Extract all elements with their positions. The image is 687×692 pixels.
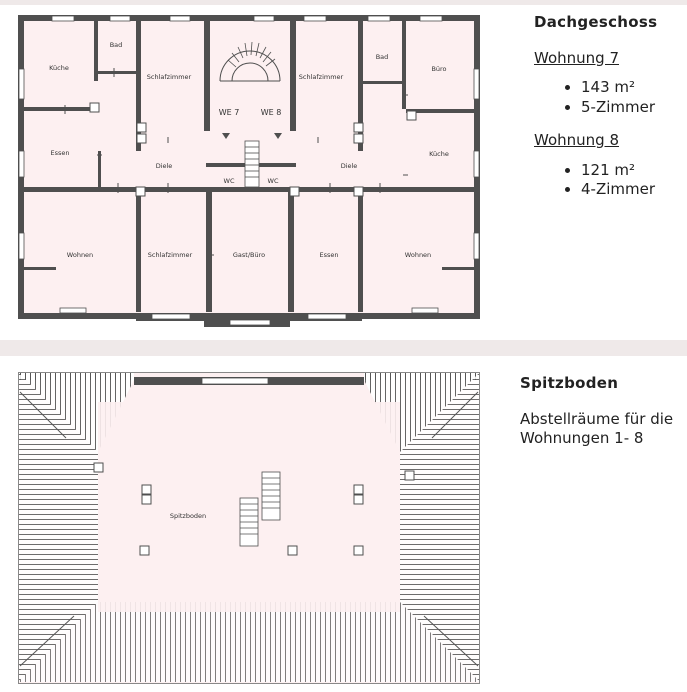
unit-title-wohnung-8: Wohnung 8 xyxy=(534,131,619,149)
room-label-essen-left: Essen xyxy=(51,149,70,157)
room-label-schlafzimmer-left: Schlafzimmer xyxy=(147,73,192,81)
room-label-schlafzimmer-bottom: Schlafzimmer xyxy=(148,251,193,259)
room-label-kueche-right: Küche xyxy=(429,150,449,158)
room-label-wohnen-right: Wohnen xyxy=(405,251,431,259)
room-label-buero: Büro xyxy=(431,65,446,73)
dachgeschoss-info: Dachgeschoss Wohnung 7 143 m² 5-Zimmer W… xyxy=(534,13,684,214)
room-label-wc-right: WC xyxy=(268,177,279,185)
room-label-bad-left: Bad xyxy=(110,41,123,49)
unit-detail-area: 143 m² xyxy=(581,78,684,98)
dachgeschoss-heading: Dachgeschoss xyxy=(534,13,658,31)
spitzboden-floor-plan: Spitzboden xyxy=(18,372,480,684)
unit-label-we8: WE 8 xyxy=(261,108,282,117)
room-label-bad-right: Bad xyxy=(376,53,389,61)
separator-band xyxy=(0,340,687,356)
room-label-kueche-left: Küche xyxy=(49,64,69,72)
unit-title-wohnung-7: Wohnung 7 xyxy=(534,48,619,67)
unit-detail-rooms: 5-Zimmer xyxy=(581,98,684,118)
unit-details-wohnung-7: 143 m² 5-Zimmer xyxy=(534,78,684,117)
room-label-diele-left: Diele xyxy=(156,162,173,170)
spitzboden-heading: Spitzboden xyxy=(520,374,619,392)
dachgeschoss-floor-plan: Küche Bad Schlafzimmer Essen Diele Schla… xyxy=(18,15,480,327)
unit-detail-area: 121 m² xyxy=(581,161,684,181)
room-label-schlafzimmer-right: Schlafzimmer xyxy=(299,73,344,81)
room-label-diele-right: Diele xyxy=(341,162,358,170)
spitzboden-info: Spitzboden Abstellräume für die Wohnunge… xyxy=(520,374,682,449)
room-label-gast-buero: Gast/Büro xyxy=(233,251,265,259)
top-band xyxy=(0,0,687,5)
unit-label-we7: WE 7 xyxy=(219,108,240,117)
room-label-essen-bottom: Essen xyxy=(320,251,339,259)
room-label-wc-left: WC xyxy=(224,177,235,185)
unit-detail-rooms: 4-Zimmer xyxy=(581,180,684,200)
unit-details-wohnung-8: 121 m² 4-Zimmer xyxy=(534,161,684,200)
room-label-spitzboden: Spitzboden xyxy=(170,512,206,520)
spitzboden-description: Abstellräume für die Wohnungen 1- 8 xyxy=(520,409,674,448)
room-label-wohnen-left: Wohnen xyxy=(67,251,93,259)
